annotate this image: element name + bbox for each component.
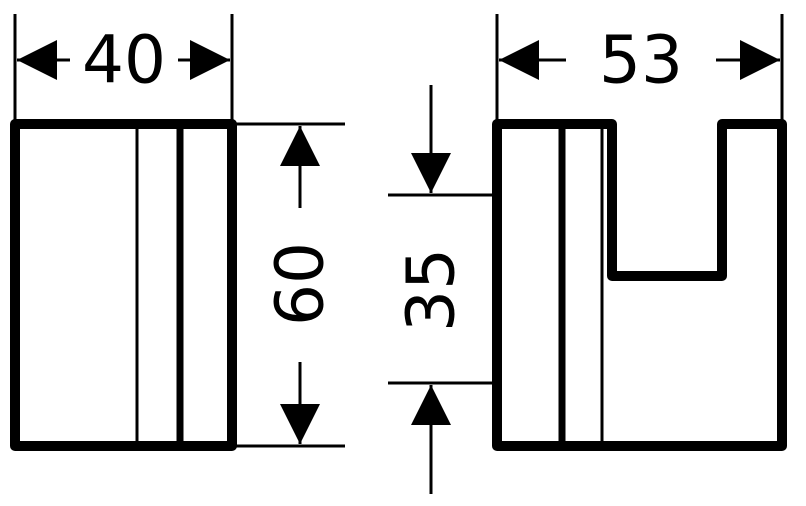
dimension-label-height: 60 [262,242,339,326]
dimension-side-width: 53 [495,14,784,120]
dimension-label-hook-offset: 35 [393,248,470,332]
dimension-front-width: 40 [13,14,234,120]
front-view-outline [10,119,237,451]
dimension-front-height: 60 [236,122,345,448]
dimension-label-width: 40 [82,22,166,99]
dimension-hook-offset: 35 [388,85,493,494]
side-view-outline [492,119,787,451]
front-view [10,119,237,451]
dimension-label-side-width: 53 [599,22,683,99]
side-view [492,119,787,451]
